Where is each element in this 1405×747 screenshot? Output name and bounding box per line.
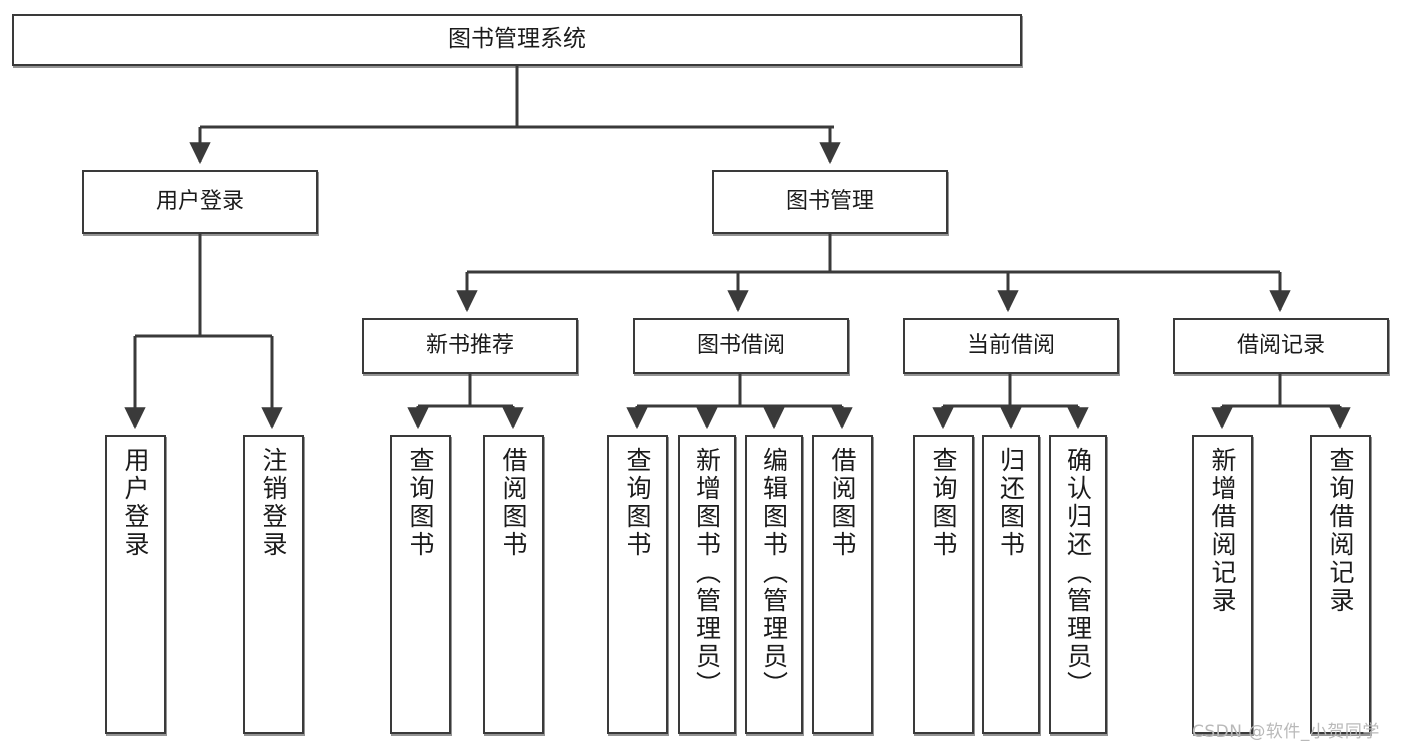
node-current-borrow[interactable]: 当前借阅 [903, 318, 1119, 374]
node-borrow-book-1-label: 借阅图书 [499, 447, 528, 559]
node-borrow-record[interactable]: 借阅记录 [1173, 318, 1389, 374]
node-query-borrow-record[interactable]: 查询借阅记录 [1310, 435, 1371, 734]
node-add-book-admin[interactable]: 新增图书（管理员） [678, 435, 736, 734]
node-query-book-1[interactable]: 查询图书 [390, 435, 451, 734]
node-edit-book-admin-label: 编辑图书（管理员） [759, 447, 789, 699]
node-add-book-admin-label: 新增图书（管理员） [692, 447, 722, 699]
node-confirm-return-admin-label: 确认归还（管理员） [1063, 447, 1093, 699]
node-add-borrow-record-label: 新增借阅记录 [1208, 447, 1237, 615]
csdn-watermark: CSDN @软件_小贺同学 [1192, 722, 1380, 742]
node-book-manage[interactable]: 图书管理 [712, 170, 948, 234]
node-query-borrow-record-label: 查询借阅记录 [1326, 447, 1355, 615]
node-query-book-3[interactable]: 查询图书 [913, 435, 974, 734]
node-user-login-leaf[interactable]: 用户登录 [105, 435, 166, 734]
node-add-borrow-record[interactable]: 新增借阅记录 [1192, 435, 1253, 734]
node-borrow-book-1[interactable]: 借阅图书 [483, 435, 544, 734]
node-new-book-recommend-label: 新书推荐 [425, 332, 514, 358]
node-book-borrow[interactable]: 图书借阅 [633, 318, 849, 374]
node-user-login-label: 用户登录 [155, 188, 244, 214]
node-book-borrow-label: 图书借阅 [696, 332, 785, 358]
node-query-book-2[interactable]: 查询图书 [607, 435, 668, 734]
node-user-login-leaf-label: 用户登录 [121, 447, 150, 559]
node-borrow-book-2-label: 借阅图书 [828, 447, 857, 559]
node-root-label: 图书管理系统 [448, 26, 586, 53]
node-confirm-return-admin[interactable]: 确认归还（管理员） [1049, 435, 1107, 734]
node-root[interactable]: 图书管理系统 [12, 14, 1022, 66]
node-user-login[interactable]: 用户登录 [82, 170, 318, 234]
node-book-manage-label: 图书管理 [785, 188, 874, 214]
node-return-book[interactable]: 归还图书 [982, 435, 1040, 734]
node-return-book-label: 归还图书 [996, 447, 1026, 559]
node-new-book-recommend[interactable]: 新书推荐 [362, 318, 578, 374]
node-borrow-book-2[interactable]: 借阅图书 [812, 435, 873, 734]
node-query-book-3-label: 查询图书 [929, 447, 958, 559]
node-borrow-record-label: 借阅记录 [1236, 332, 1325, 358]
node-logout-leaf[interactable]: 注销登录 [243, 435, 304, 734]
node-logout-leaf-label: 注销登录 [259, 447, 288, 559]
node-edit-book-admin[interactable]: 编辑图书（管理员） [745, 435, 803, 734]
node-query-book-1-label: 查询图书 [406, 447, 435, 559]
node-query-book-2-label: 查询图书 [623, 447, 652, 559]
node-current-borrow-label: 当前借阅 [966, 332, 1055, 358]
